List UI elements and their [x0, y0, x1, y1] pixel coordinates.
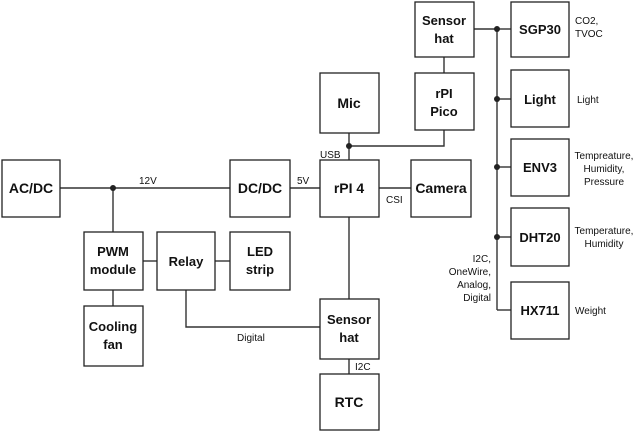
block-cooling-fan: Cooling fan	[83, 305, 144, 367]
desc-env3-3: Pressure	[584, 177, 624, 188]
block-env3-label: ENV3	[523, 160, 557, 175]
block-sensor-hat-top: Sensor hat	[414, 1, 475, 58]
block-rpi4-label: rPI 4	[334, 180, 365, 196]
block-mic-label: Mic	[337, 95, 361, 111]
block-led-strip-label-1: LED	[247, 244, 273, 259]
block-dht20-label: DHT20	[519, 230, 560, 245]
label-5v: 5V	[297, 176, 310, 187]
block-pwm-module-label-1: PWM	[97, 244, 129, 259]
block-dcdc-label: DC/DC	[238, 180, 282, 196]
block-acdc-label: AC/DC	[9, 180, 53, 196]
junction-bus-light	[494, 96, 500, 102]
label-i2c-rtc: I2C	[355, 362, 371, 373]
block-rpi-pico-label-2: Pico	[430, 104, 458, 119]
block-dht20: DHT20	[510, 207, 570, 267]
block-camera-label: Camera	[415, 180, 467, 196]
block-env3: ENV3	[510, 138, 570, 197]
block-led-strip: LED strip	[229, 231, 291, 291]
junction-bus-dht20	[494, 234, 500, 240]
desc-light: Light	[577, 95, 599, 106]
block-sgp30: SGP30	[510, 1, 570, 58]
block-relay-label: Relay	[169, 254, 204, 269]
block-camera: Camera	[410, 159, 472, 218]
block-acdc: AC/DC	[1, 159, 61, 218]
block-light-label: Light	[524, 92, 556, 107]
wire-relay-sensorhat	[185, 290, 320, 328]
label-12v: 12V	[139, 176, 157, 187]
block-hx711-label: HX711	[520, 303, 559, 318]
junction-bus-env3	[494, 164, 500, 170]
block-sensor-hat-top-label-2: hat	[434, 31, 454, 46]
block-light: Light	[510, 69, 570, 128]
block-pwm-module-label-2: module	[90, 262, 136, 277]
block-sgp30-label: SGP30	[519, 22, 561, 37]
junction-12v	[110, 185, 116, 191]
desc-hx711: Weight	[575, 306, 606, 317]
label-bus-4: Digital	[463, 293, 491, 304]
label-csi: CSI	[386, 195, 403, 206]
label-bus-3: Analog,	[457, 280, 491, 291]
desc-dht20-2: Humidity	[585, 239, 624, 250]
block-relay: Relay	[156, 231, 216, 291]
block-pwm-module: PWM module	[83, 231, 144, 291]
block-cooling-fan-label-2: fan	[103, 337, 123, 352]
block-mic: Mic	[319, 72, 380, 134]
block-hx711: HX711	[510, 281, 570, 340]
block-led-strip-label-2: strip	[246, 262, 274, 277]
block-sensor-hat-bottom: Sensor hat	[319, 298, 380, 360]
label-usb: USB	[320, 150, 341, 161]
block-sensor-hat-bottom-label-1: Sensor	[327, 312, 371, 327]
sensor-descriptions: CO2, TVOC Light Tempreature, Humidity, P…	[575, 16, 634, 317]
block-rpi-pico: rPI Pico	[414, 72, 475, 131]
block-rpi4: rPI 4	[319, 159, 380, 218]
junction-usb	[346, 143, 352, 149]
wire-pico-usb	[349, 130, 445, 147]
desc-env3-2: Humidity,	[584, 164, 625, 175]
block-cooling-fan-label-1: Cooling	[89, 319, 137, 334]
desc-env3-1: Tempreature,	[575, 151, 634, 162]
junction-bus-top	[494, 26, 500, 32]
desc-dht20-1: Temperature,	[575, 226, 634, 237]
label-bus-2: OneWire,	[449, 267, 491, 278]
block-dcdc: DC/DC	[229, 159, 291, 218]
block-rtc-label: RTC	[335, 394, 364, 410]
block-rpi-pico-label-1: rPI	[435, 86, 452, 101]
block-rtc: RTC	[319, 373, 380, 431]
block-sensor-hat-bottom-label-2: hat	[339, 330, 359, 345]
desc-sgp30-2: TVOC	[575, 29, 603, 40]
label-digital: Digital	[237, 333, 265, 344]
block-sensor-hat-top-label-1: Sensor	[422, 13, 466, 28]
desc-sgp30-1: CO2,	[575, 16, 598, 27]
label-bus-1: I2C,	[473, 254, 491, 265]
junctions	[110, 26, 500, 240]
wire-labels: 12V 5V USB CSI Digital I2C I2C, OneWire,…	[139, 150, 491, 373]
